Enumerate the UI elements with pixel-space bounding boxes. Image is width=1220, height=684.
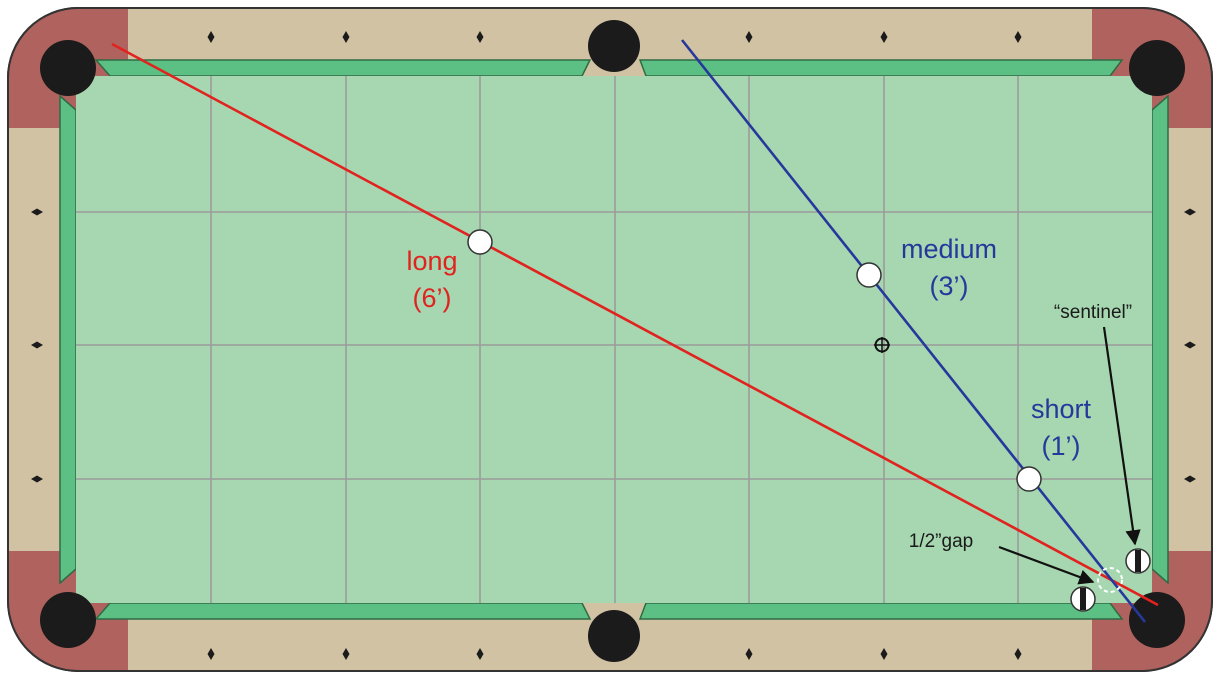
pocket-top-right bbox=[1129, 40, 1185, 96]
rail-diamonds bbox=[31, 31, 1196, 660]
pocket-top-middle bbox=[588, 20, 640, 72]
diamond-icon bbox=[207, 648, 215, 660]
pocket-bottom-middle bbox=[588, 610, 640, 662]
diamond-icon bbox=[745, 648, 753, 660]
diamond-icon bbox=[476, 648, 484, 660]
diamond-icon bbox=[1184, 475, 1196, 483]
dashed-circle-icon bbox=[1097, 567, 1123, 593]
short-label: short bbox=[1031, 394, 1092, 424]
diamond-icon bbox=[745, 31, 753, 43]
sentinel-arrow bbox=[1102, 326, 1141, 546]
cushion-top-right bbox=[638, 59, 1124, 77]
long-shot-line bbox=[111, 42, 1159, 607]
diamond-icon bbox=[880, 648, 888, 660]
cushion-top-left bbox=[94, 59, 592, 77]
diamond-icon bbox=[31, 475, 43, 483]
cue-ball-icon bbox=[467, 229, 493, 255]
diamond-icon bbox=[476, 31, 484, 43]
pockets bbox=[40, 20, 1185, 662]
diamond-icon bbox=[31, 341, 43, 349]
object-balls bbox=[467, 229, 1042, 492]
diamond-icon bbox=[31, 208, 43, 216]
diamond-icon bbox=[342, 648, 350, 660]
cushion-left bbox=[59, 94, 77, 585]
cue-ball-icon bbox=[1016, 466, 1042, 492]
medium-label: medium bbox=[901, 234, 997, 264]
diamond-icon bbox=[1184, 341, 1196, 349]
medium-shot-line bbox=[680, 39, 1147, 623]
striped-ball-icon bbox=[1125, 548, 1151, 574]
crosshair-target-icon bbox=[874, 337, 890, 353]
gap-arrow bbox=[998, 545, 1095, 585]
cushion-right bbox=[1151, 94, 1169, 585]
long-label: long bbox=[406, 246, 457, 276]
sentinel-label: “sentinel” bbox=[1054, 302, 1132, 323]
long-length-label: (6’) bbox=[413, 283, 452, 313]
pocket-top-left bbox=[40, 40, 96, 96]
gap-label: 1/2”gap bbox=[909, 531, 973, 552]
cushion-bottom-right bbox=[638, 602, 1124, 620]
striped-ball-icon bbox=[1070, 586, 1096, 612]
frame-outline bbox=[7, 7, 1213, 672]
diamond-icon bbox=[1014, 31, 1022, 43]
diamond-icon bbox=[1184, 208, 1196, 216]
table-felt bbox=[76, 76, 1152, 603]
cushion-bottom-left bbox=[94, 602, 592, 620]
short-length-label: (1’) bbox=[1042, 431, 1081, 461]
diamond-icon bbox=[880, 31, 888, 43]
cue-ball-icon bbox=[856, 262, 882, 288]
pocket-bottom-left bbox=[40, 592, 96, 648]
diamond-icon bbox=[1014, 648, 1022, 660]
diamond-icon bbox=[207, 31, 215, 43]
pocket-bottom-right bbox=[1129, 592, 1185, 648]
medium-length-label: (3’) bbox=[930, 271, 969, 301]
diamond-icon bbox=[342, 31, 350, 43]
